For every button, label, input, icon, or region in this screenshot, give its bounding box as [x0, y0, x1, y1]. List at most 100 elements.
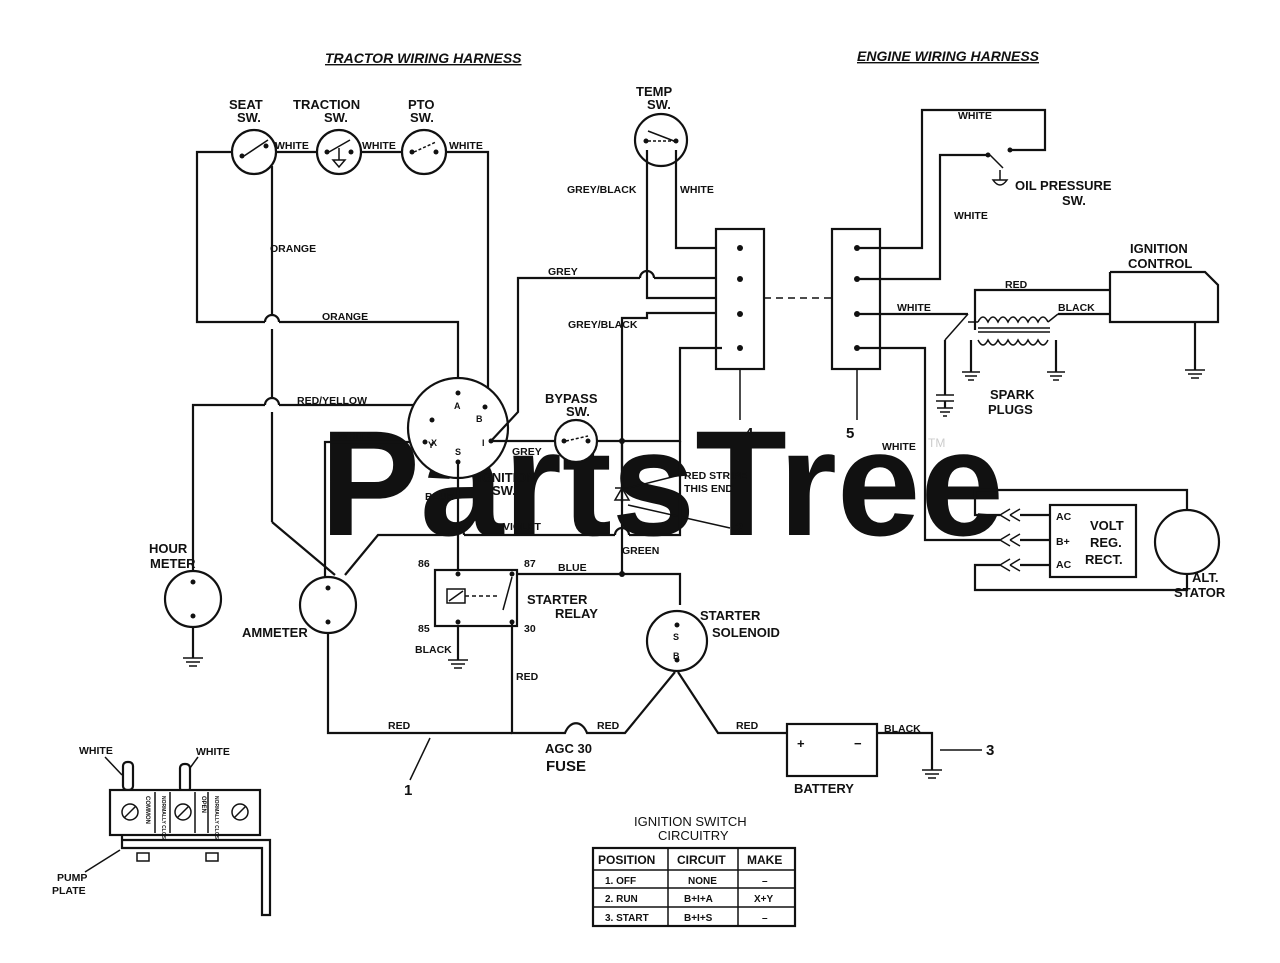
detail-white-left: WHITE [79, 745, 113, 757]
hour-meter: HOUR METER [149, 541, 223, 667]
volt-reg-label-2: REG. [1090, 535, 1122, 550]
diode [613, 438, 631, 575]
battery: + − BATTERY [785, 722, 879, 796]
reg-terminal-ac-1: AC [1056, 511, 1072, 523]
wire-label-white-7: WHITE [954, 210, 988, 222]
red-stripe-label-2: THIS END [684, 483, 733, 495]
connector-4: 4 [714, 227, 766, 442]
table-title-1: IGNITION SWITCH [634, 814, 747, 829]
pto-sw-label-2: SW. [410, 110, 434, 125]
wire-label-white-4: WHITE [338, 430, 372, 442]
seat-sw-label-1: SEAT [229, 97, 263, 112]
wire-label-black-1: BLACK [415, 644, 452, 656]
traction-sw-label-2: SW. [324, 110, 348, 125]
callout-4: 4 [745, 425, 754, 442]
table-row-2-make: X+Y [754, 894, 774, 905]
table-row-2-position: 2. RUN [605, 894, 638, 905]
reg-terminal-ac-2: AC [1056, 559, 1072, 571]
relay-terminal-87: 87 [524, 558, 536, 570]
hour-meter-label-2: METER [150, 556, 196, 571]
wire-label-grey-1: GREY [548, 266, 578, 278]
starter-solenoid-label-1: STARTER [700, 608, 761, 623]
detail-common: COMMON [144, 796, 150, 824]
seat-sw-label-2: SW. [237, 110, 261, 125]
ignition-sw-label-2: SW. [492, 483, 516, 498]
wire-label-black-3: BLACK [1058, 302, 1095, 314]
starter-relay: 86 87 85 30 STARTER RELAY [418, 558, 598, 635]
table-header-circuit: CIRCUIT [677, 853, 726, 867]
table-row-3-circuit: B+I+S [684, 913, 713, 924]
ignition-control-label-2: CONTROL [1128, 256, 1192, 271]
table-row-1-position: 1. OFF [605, 876, 636, 887]
pto-switch: PTO SW. [400, 97, 448, 176]
red-stripe-label-1: RED STRIPE [684, 470, 747, 482]
alt-stator: ALT. STATOR [1153, 508, 1226, 600]
temp-sw-label-1: TEMP [636, 84, 672, 99]
fuse: RED AGC 30 FUSE [545, 671, 676, 775]
reg-terminal-bplus: B+ [1056, 536, 1070, 548]
starter-solenoid-label-2: SOLENOID [712, 625, 780, 640]
alt-stator-label-1: ALT. [1192, 570, 1218, 585]
battery-terminal-neg: − [854, 736, 862, 751]
solenoid-terminal-s: S [673, 632, 679, 642]
ign-terminal-a: A [454, 401, 461, 411]
detail-open: OPEN [200, 796, 206, 813]
wire-label-red-3: RED [597, 720, 620, 732]
ign-terminal-y: Y [428, 440, 434, 450]
wire-label-black-2: BLACK [884, 723, 921, 735]
voltage-regulator: AC B+ AC VOLT REG. RECT. [999, 503, 1138, 579]
wire-label-white-6: WHITE [958, 110, 992, 122]
wire-label-red-4: RED [736, 720, 759, 732]
wire-label-grey-black-1: GREY/BLACK [567, 184, 637, 196]
relay-terminal-85: 85 [418, 623, 430, 635]
bypass-sw-label-1: BYPASS [545, 391, 598, 406]
relay-terminal-30: 30 [524, 623, 536, 635]
battery-terminal-pos: + [797, 736, 805, 751]
table-header-make: MAKE [747, 853, 782, 867]
watermark-tm: TM [928, 436, 945, 450]
callout-1: 1 [404, 782, 412, 799]
wire-label-red-2: RED [516, 671, 539, 683]
detail-normally-closed-2: NORMALLY CLOSED [213, 796, 219, 846]
fuse-label-1: AGC 30 [545, 741, 592, 756]
table-row-2-circuit: B+I+A [684, 894, 713, 905]
callout-3: 3 [986, 742, 994, 759]
ignition-coil [968, 313, 1059, 346]
wire-label-white-1: WHITE [275, 140, 309, 152]
ignition-control-label-1: IGNITION [1130, 241, 1188, 256]
table-title-2: CIRCUITRY [658, 828, 729, 843]
volt-reg-label-3: RECT. [1085, 552, 1123, 567]
fuse-label-2: FUSE [546, 758, 586, 775]
wire-label-blue-2: BLUE [558, 562, 587, 574]
ign-terminal-i: I [482, 438, 485, 448]
ignition-control: IGNITION CONTROL [1108, 241, 1220, 379]
wire-label-green: GREEN [622, 545, 659, 557]
relay-terminal-86: 86 [418, 558, 430, 570]
ammeter: AMMETER [242, 575, 358, 640]
wire-label-grey-2: GREY [512, 446, 542, 458]
oil-pressure-label-2: SW. [1062, 193, 1086, 208]
wire-label-white-3: WHITE [449, 140, 483, 152]
tractor-harness-header: TRACTOR WIRING HARNESS [325, 50, 522, 66]
starter-solenoid: S B STARTER SOLENOID [645, 608, 780, 673]
callout-2: 2 [735, 520, 743, 537]
seat-switch: SEAT SW. [229, 97, 278, 176]
battery-label: BATTERY [794, 781, 854, 796]
wire-label-orange-1: ORANGE [270, 243, 316, 255]
detail-normally-closed: NORMALLY CLOSED [160, 796, 166, 846]
wire-label-violet: VIOLET [503, 521, 542, 533]
solenoid-terminal-b: B [673, 651, 680, 661]
pump-plate-label-1: PUMP [57, 872, 87, 884]
traction-switch: TRACTION SW. [293, 97, 363, 176]
starter-relay-label-1: STARTER [527, 592, 588, 607]
oil-pressure-switch: OIL PRESSURE SW. [985, 147, 1112, 208]
wire-label-white-5: WHITE [680, 184, 714, 196]
ign-terminal-b: B [476, 414, 483, 424]
callout-5: 5 [846, 425, 854, 442]
ammeter-label: AMMETER [242, 625, 308, 640]
wire-label-red-5: RED [1005, 279, 1028, 291]
oil-pressure-label-1: OIL PRESSURE [1015, 178, 1112, 193]
bypass-sw-label-2: SW. [566, 404, 590, 419]
switch-detail: WHITE WHITE COMMON NORMALLY CLOSED OPEN … [52, 745, 272, 917]
wire-label-orange-2: ORANGE [322, 311, 368, 323]
